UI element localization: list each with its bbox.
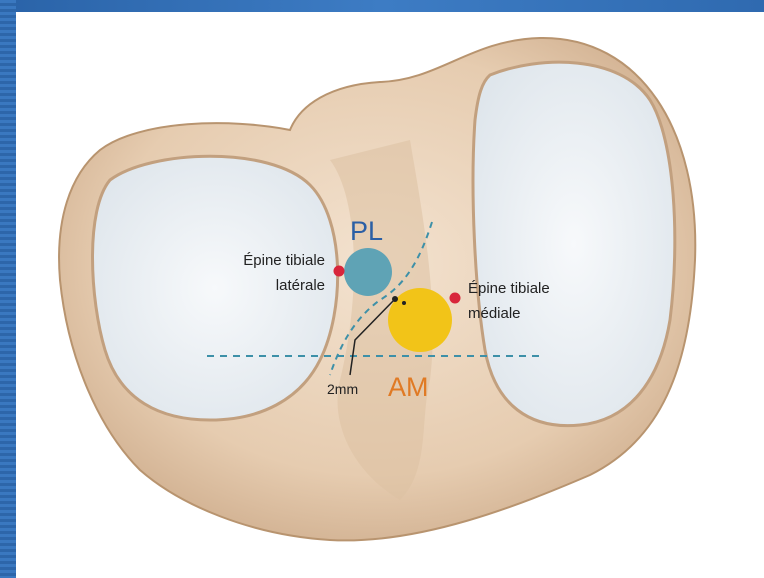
pl-bundle-circle	[344, 248, 392, 296]
lateral-spine-label-line2: latérale	[276, 277, 325, 294]
distance-leader-dot-2	[402, 301, 406, 305]
distance-leader-dot	[392, 296, 398, 302]
lateral-spine-dot	[334, 266, 345, 277]
lateral-spine-label-line1: Épine tibiale	[243, 252, 325, 269]
medial-cartilage	[473, 62, 675, 425]
distance-label: 2mm	[327, 381, 358, 397]
pl-label: PL	[350, 216, 383, 246]
medial-spine-dot	[450, 293, 461, 304]
am-label: AM	[388, 372, 429, 402]
medial-spine-label-line2: médiale	[468, 305, 521, 322]
medial-spine-label-line1: Épine tibiale	[468, 280, 550, 297]
